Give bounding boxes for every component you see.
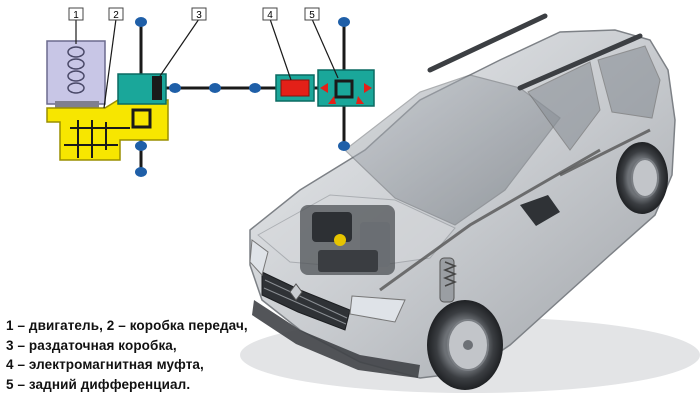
node — [209, 83, 221, 93]
arrow-down-left-icon — [328, 96, 336, 104]
drivetrain-schematic: 1 2 3 4 5 — [46, 7, 375, 177]
legend-line-4: 5 – задний дифференциал. — [6, 376, 191, 392]
car-illustration — [240, 13, 700, 393]
leader-lines — [75, 18, 339, 109]
legend: 1 – двигатель, 2 – коробка передач, 3 – … — [6, 316, 306, 394]
legend-line-3: 4 – электромагнитная муфта, — [6, 357, 204, 372]
car-headlight-right — [349, 295, 406, 323]
car-side-mirror — [520, 195, 560, 226]
legend-line-2: 3 – раздаточная коробка, — [6, 337, 177, 353]
engine-bay — [300, 205, 395, 275]
oil-cap-icon — [334, 234, 346, 246]
car-roof-rail-right — [517, 33, 643, 91]
gearbox — [46, 99, 169, 161]
label-3: 3 — [196, 10, 202, 21]
arrow-right-icon — [364, 83, 372, 93]
car-rear-axle — [559, 128, 651, 177]
node — [338, 141, 350, 151]
node — [249, 83, 261, 93]
schematic-nodes — [135, 17, 350, 177]
car-wheel-front — [427, 300, 503, 390]
label-1: 1 — [73, 10, 79, 21]
front-suspension — [439, 257, 458, 303]
node — [338, 17, 350, 27]
node — [135, 17, 147, 27]
node — [135, 167, 147, 177]
car-brand-logo — [289, 283, 303, 301]
electromagnetic-coupling — [275, 74, 315, 102]
arrow-left-icon — [320, 83, 328, 93]
label-5: 5 — [309, 10, 315, 21]
label-2: 2 — [113, 10, 119, 21]
car-side-window-front — [527, 61, 601, 151]
transfer-case — [117, 73, 167, 129]
arrow-down-right-icon — [356, 96, 364, 104]
car-propshaft — [379, 148, 601, 292]
car-side-window-rear — [597, 45, 661, 119]
rear-differential — [317, 69, 375, 107]
car-headlight-left — [249, 239, 269, 277]
car-roof-rail-left — [427, 13, 548, 73]
node — [135, 141, 147, 151]
car-bumper — [252, 300, 420, 378]
node — [169, 83, 181, 93]
engine-block — [46, 40, 106, 108]
label-4: 4 — [267, 10, 273, 21]
legend-line-1: 1 – двигатель, 2 – коробка передач, — [6, 318, 248, 333]
number-labels: 1 2 3 4 5 — [68, 7, 320, 21]
car-wheel-rear — [616, 142, 668, 214]
